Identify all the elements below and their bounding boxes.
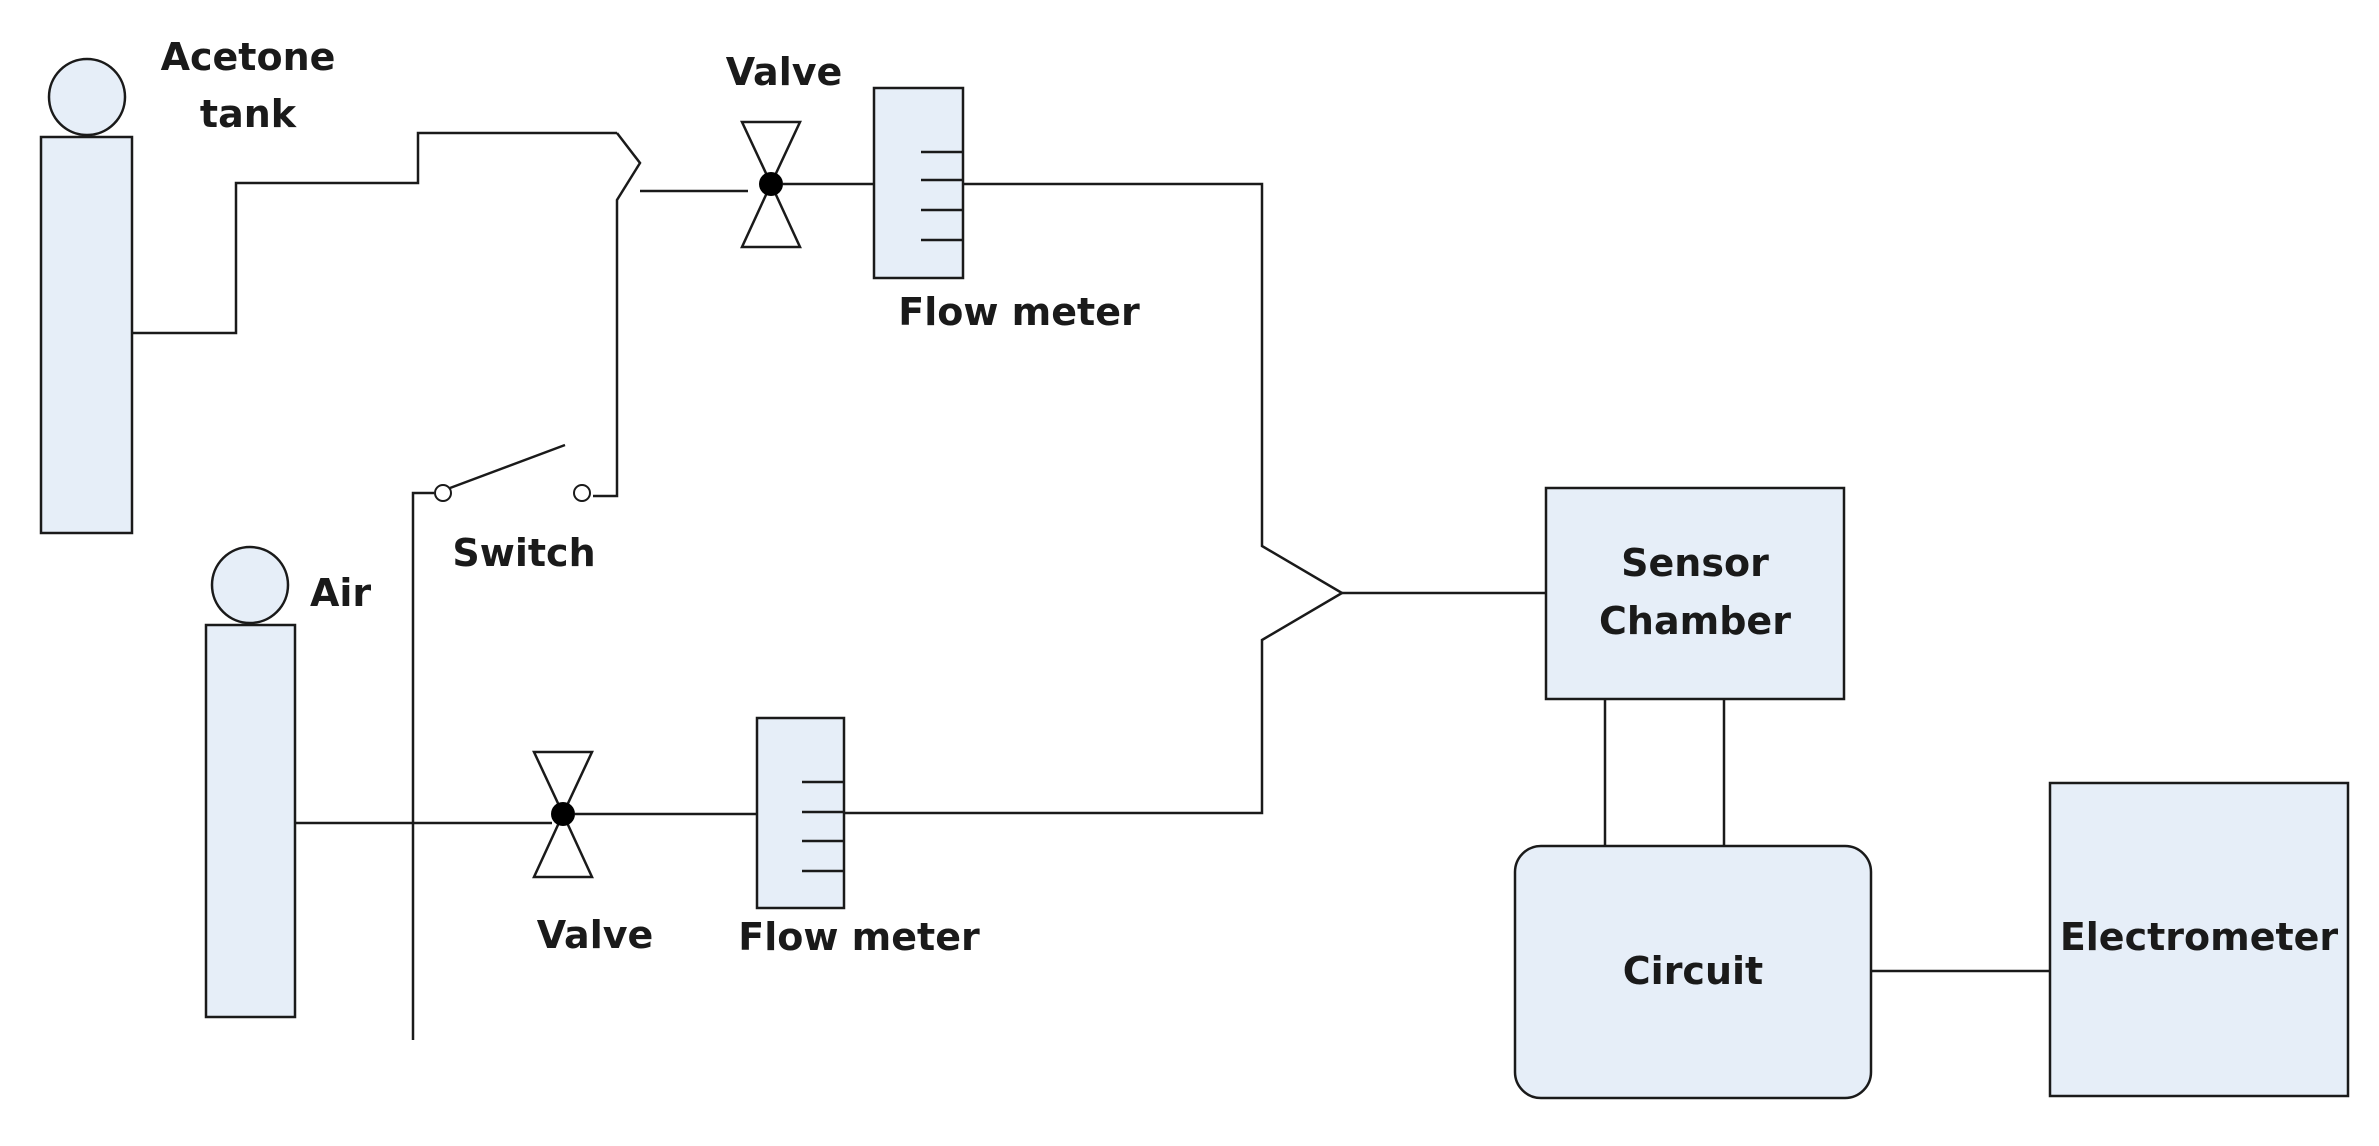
switch <box>411 443 591 1040</box>
acetone-tank-cap <box>47 57 127 137</box>
sensor-chamber <box>1544 486 1846 701</box>
valve-bottom <box>532 750 594 879</box>
acetone-tank-body <box>39 135 134 535</box>
flow-meter-top-body <box>872 86 965 280</box>
electrometer-label: Electrometer <box>2060 915 2339 959</box>
acetone-tank <box>39 57 134 535</box>
valve-bottom-center <box>551 802 575 826</box>
electrometer <box>2048 781 2350 1098</box>
valve-top-center <box>759 172 783 196</box>
switch-right-contact <box>573 484 591 502</box>
air-tank-body <box>204 623 297 1019</box>
air-tank <box>204 545 297 1019</box>
flow-meter-bottom <box>755 716 846 910</box>
switch-label: Switch <box>452 531 595 575</box>
sensor-chamber-label: Sensor <box>1621 541 1769 585</box>
switch-left-contact <box>434 484 452 502</box>
valve-top-lower-triangle <box>740 181 802 249</box>
flow-meter-top <box>872 86 965 280</box>
valve-bottom-lower-triangle <box>532 811 594 879</box>
acetone-tank-label-line2: tank <box>200 92 297 136</box>
circuit-label: Circuit <box>1623 949 1763 993</box>
valve-top-label: Valve <box>726 50 843 94</box>
air-label: Air <box>310 571 371 615</box>
switch-lever <box>449 443 566 490</box>
air-tank-cap <box>210 545 290 625</box>
valve-top-upper-triangle <box>740 120 802 187</box>
flow-meter-bottom-label: Flow meter <box>738 915 980 959</box>
switch-left-wire <box>411 491 434 1040</box>
flow-meter-top-label: Flow meter <box>898 290 1140 334</box>
valve-bottom-upper-triangle <box>532 750 594 817</box>
valve-bottom-label: Valve <box>537 913 654 957</box>
flow-meter-bottom-body <box>755 716 846 910</box>
acetone-pipe <box>132 131 617 335</box>
acetone-merge-junction <box>593 132 642 498</box>
valve-top <box>740 120 802 249</box>
sensor-chamber-label-line2: Chamber <box>1599 599 1791 643</box>
acetone-tank-label: Acetone <box>161 35 336 79</box>
